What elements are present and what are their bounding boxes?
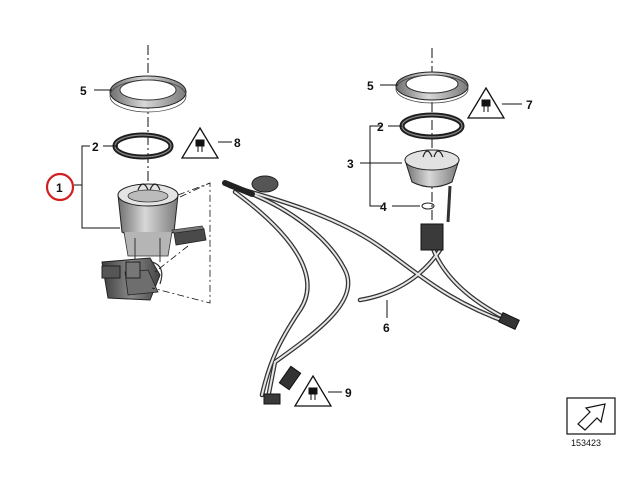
callout-2-left: 2 [92,140,99,154]
sealing-ring-left [112,132,174,160]
locking-ring-right [395,71,469,104]
hose-end-top-left [222,180,255,197]
o-ring-small [421,202,435,210]
callout-6: 6 [383,321,390,335]
callout-1: 1 [56,181,63,195]
arrow-down-left-icon [577,403,606,431]
callout-3: 3 [347,157,354,171]
locking-ring-left [109,75,187,113]
connector-right [420,223,444,251]
callout-5-left: 5 [80,84,87,98]
left-assembly [101,45,211,304]
right-assembly [395,48,469,223]
connector-bottom [278,365,302,391]
hose-cap [251,175,279,193]
connector-bottom-end [263,393,281,405]
warning-triangle-connector-icon [466,86,506,119]
callout-5-right: 5 [367,79,374,93]
callout-8: 8 [234,136,241,150]
tank-cover [404,149,460,223]
reference-number: 153423 [571,438,601,448]
fuel-pump-module [101,183,179,301]
guide-lines [151,182,211,304]
leader-lines [74,84,522,393]
callout-9: 9 [345,386,352,400]
connector-right-end [498,312,520,330]
warning-triangle-connector-icon [293,374,333,407]
reference-box: 153423 [566,397,616,448]
callout-2-right: 2 [377,120,384,134]
warning-triangle-connector-icon [180,126,220,159]
callout-4: 4 [380,200,387,214]
highlight-circle [45,172,75,202]
callout-7: 7 [526,98,533,112]
fuel-line-assembly [222,175,520,405]
